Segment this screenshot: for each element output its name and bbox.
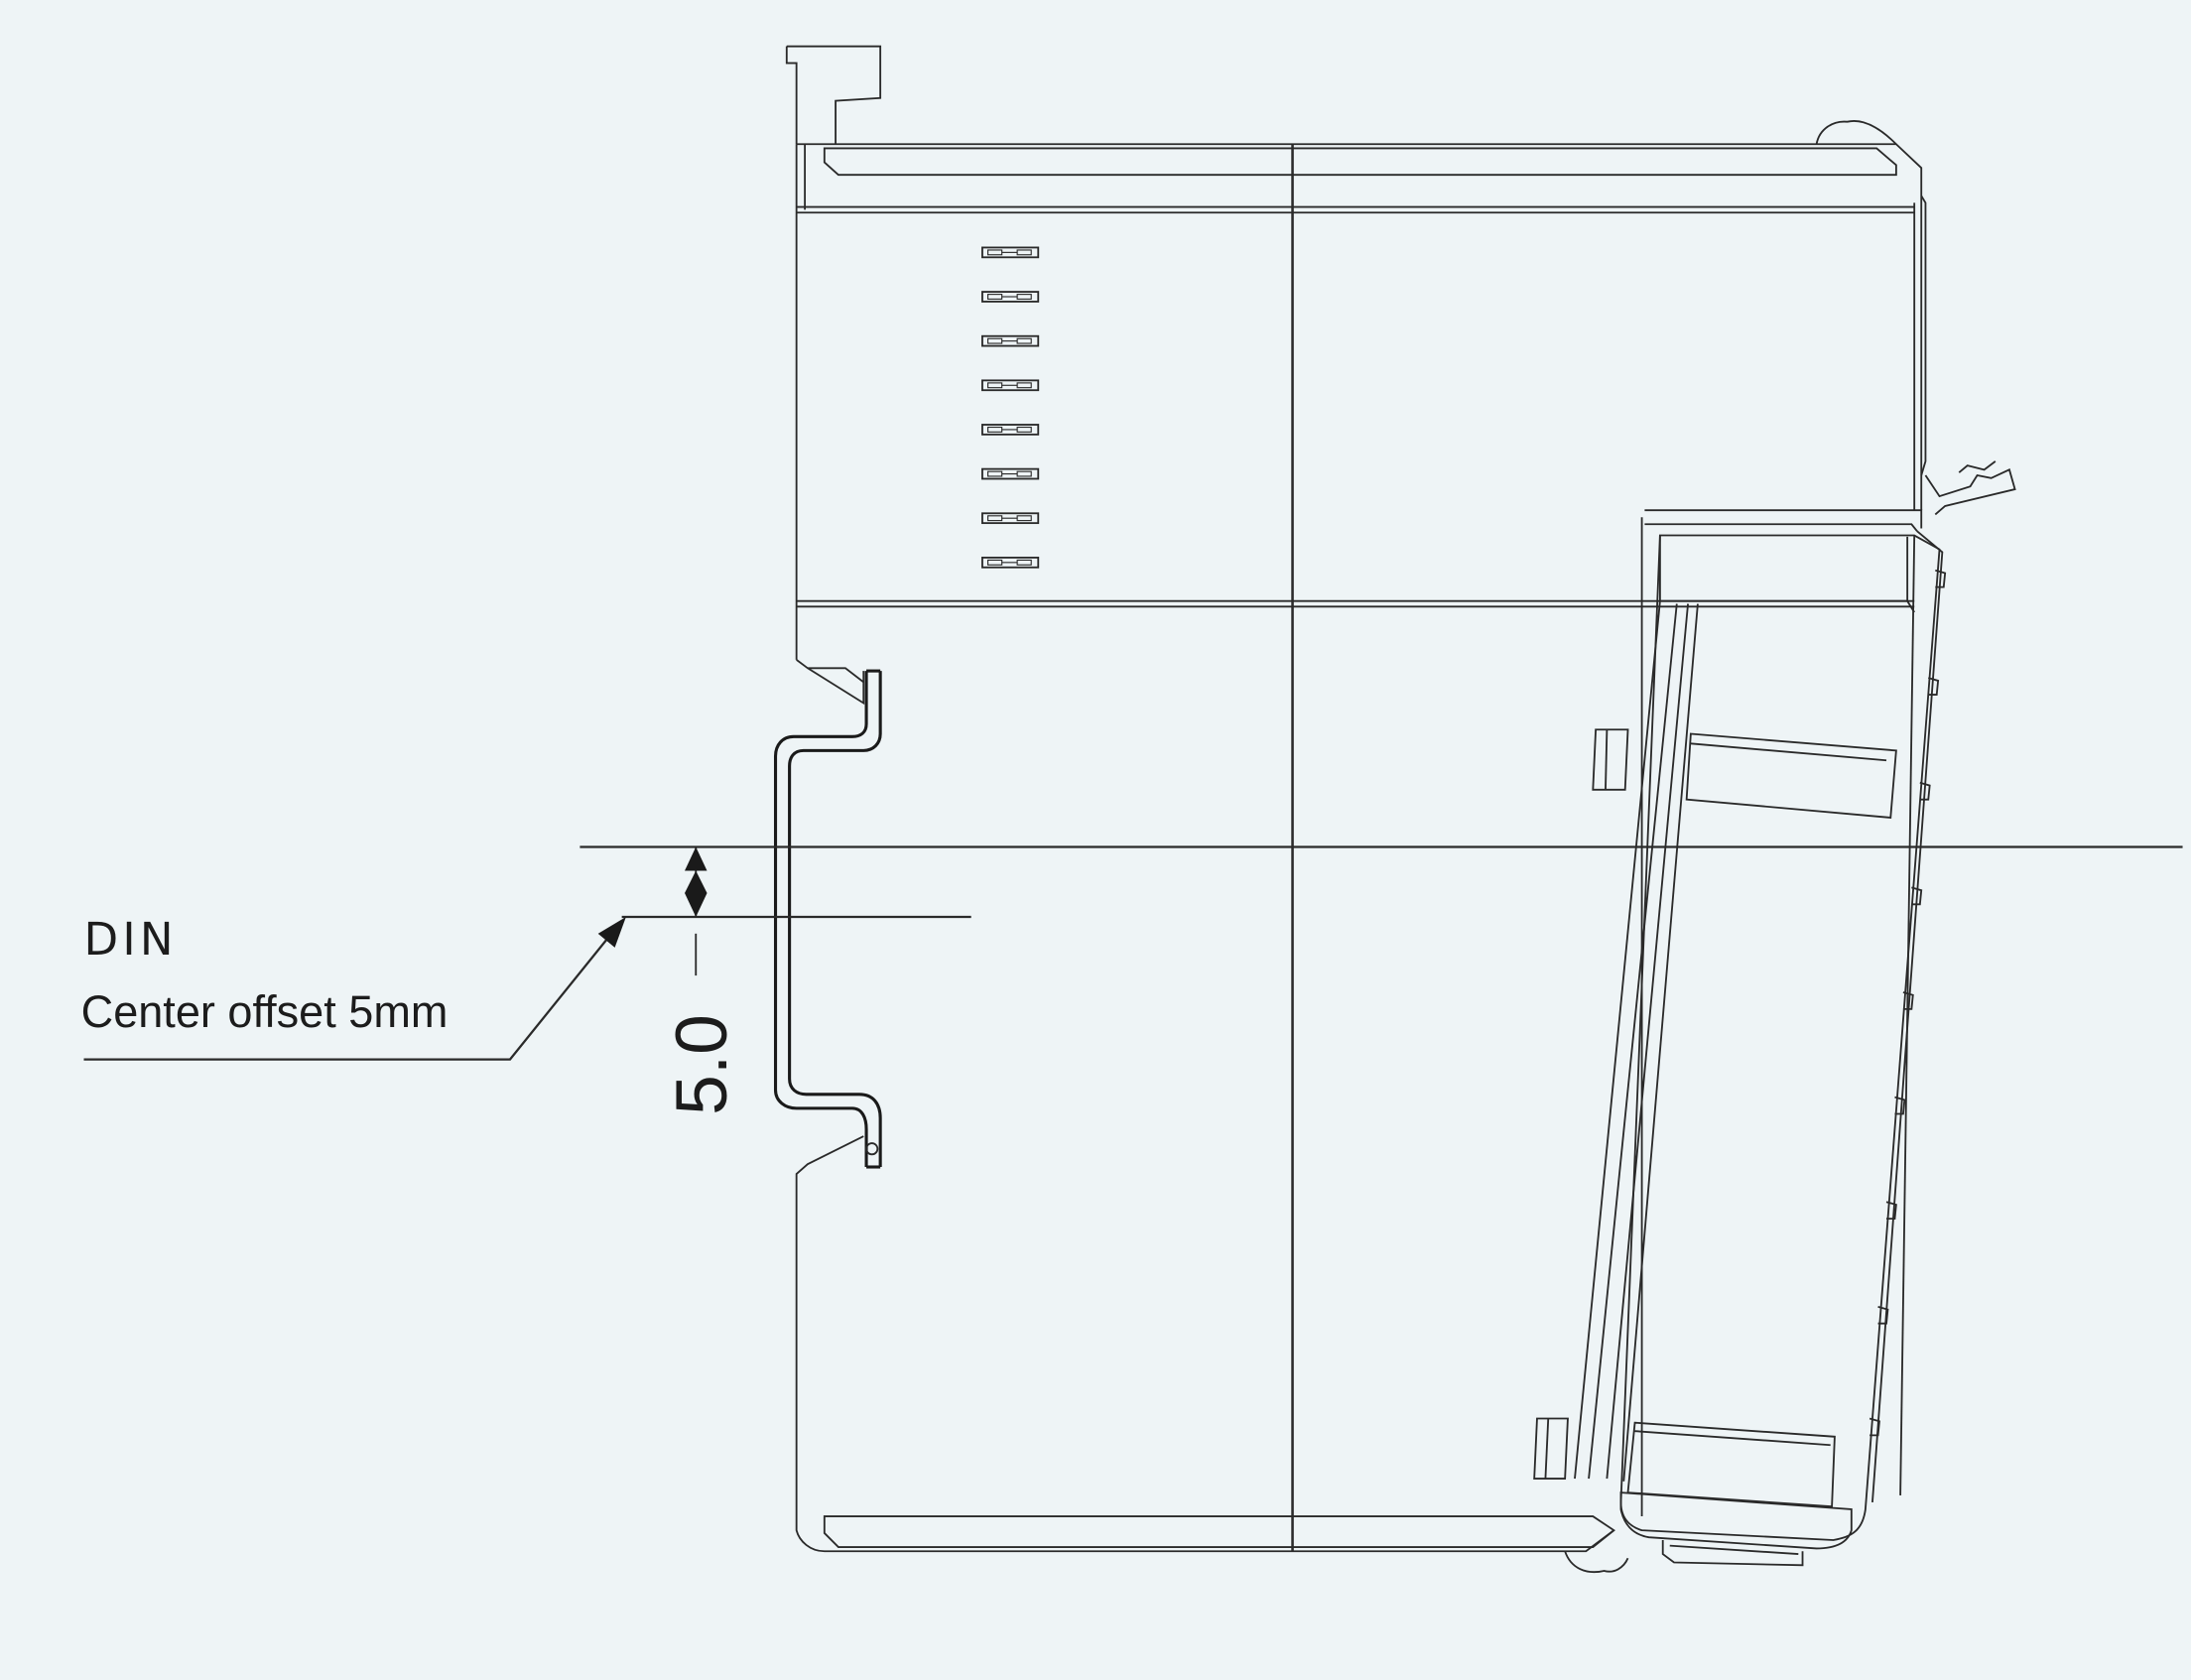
led-indicator [981,291,1040,303]
led-indicator [981,246,1040,259]
led-indicator [981,556,1040,569]
dimension-value: 5.0 [661,1014,742,1115]
dimension-arrows [685,846,708,976]
led-indicator [981,379,1040,392]
led-indicator [981,467,1040,480]
din-rail-profile [773,669,882,1169]
annotation-description: Center offset 5mm [81,986,449,1037]
led-indicator [981,334,1040,347]
led-indicator-column [981,246,1040,569]
led-indicator [981,424,1040,436]
annotation-title: DIN [83,913,177,966]
led-indicator [981,512,1040,525]
terminal-block [1533,460,2016,1567]
module-housing [785,45,1927,1573]
annotation-leader [83,916,626,1061]
